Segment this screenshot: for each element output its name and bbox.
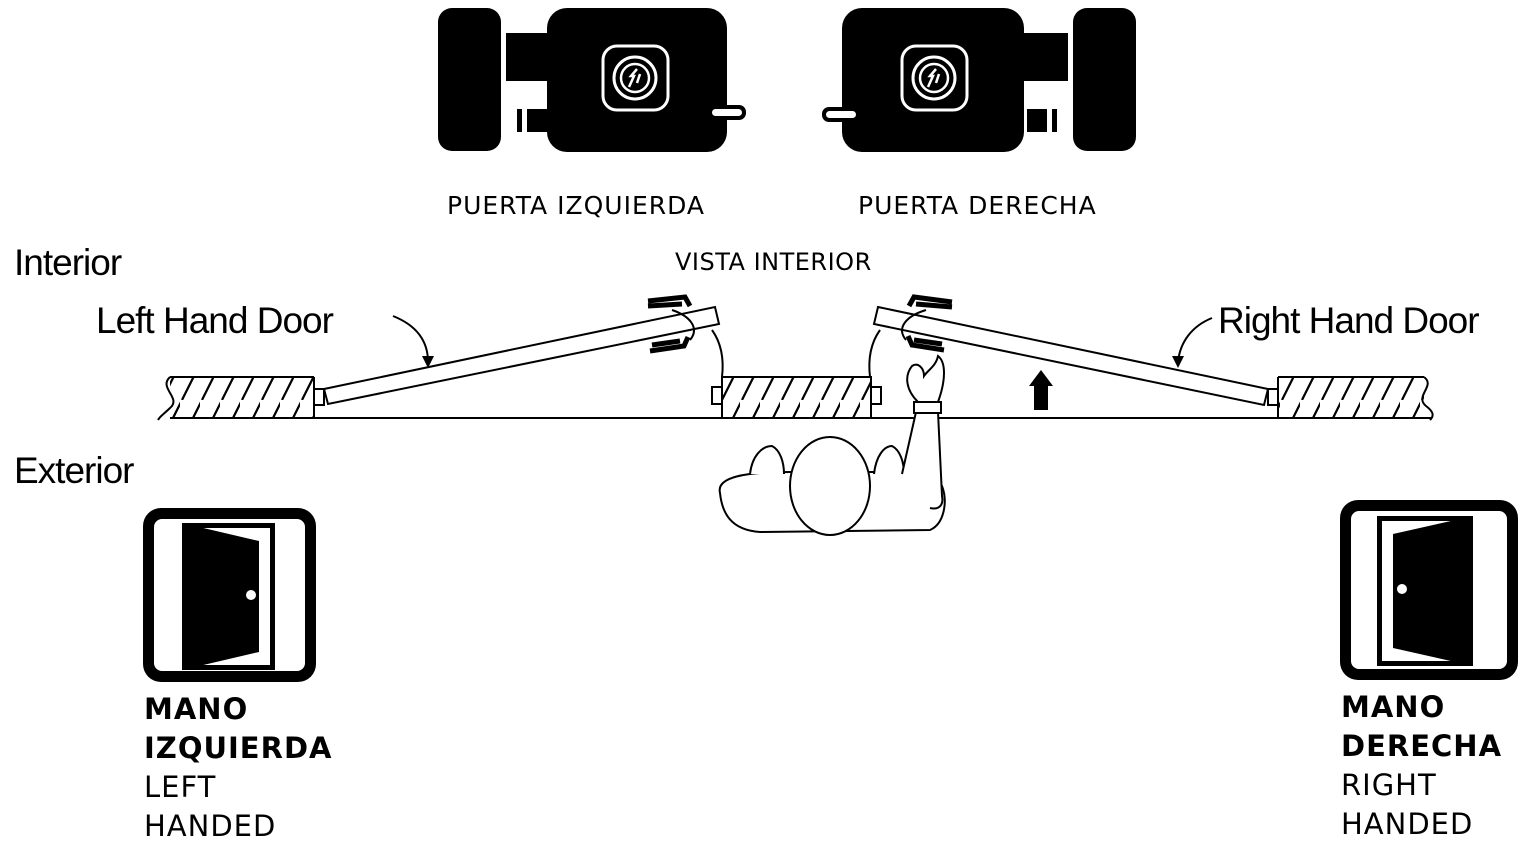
right-legend-line3: RIGHT [1341,768,1437,802]
left-wall-section [157,376,315,421]
left-legend-line1: MANO [144,692,249,726]
right-door-lock-icon [822,8,1136,152]
push-arrow-icon [1029,370,1053,410]
left-door-lock-icon [438,8,746,152]
right-handed-door-icon [1340,500,1518,680]
right-hand-door-label: Right Hand Door [1218,300,1480,341]
left-legend-line4: HANDED [144,809,277,843]
left-door-callout-arrow [392,315,434,368]
right-legend-line4: HANDED [1341,807,1474,841]
left-hand-door-leaf [313,294,724,406]
view-title: VISTA INTERIOR [675,248,872,276]
interior-label: Interior [14,242,122,283]
left-handed-door-icon [143,508,316,682]
left-legend-line2: IZQUIERDA [144,731,333,765]
right-legend-line1: MANO [1341,690,1446,724]
left-hand-door-label: Left Hand Door [96,300,334,341]
right-handed-legend: MANO DERECHA RIGHT HANDED [1341,688,1502,844]
right-lock-caption: PUERTA DERECHA [858,191,1097,220]
left-legend-line3: LEFT [144,770,217,804]
right-legend-line2: DERECHA [1341,729,1503,763]
right-hand-door-leaf [868,294,1279,410]
door-plan-view [157,294,1434,536]
middle-wall-section [711,376,882,419]
right-wall-section [1277,376,1434,421]
right-door-callout-arrow [1172,317,1213,368]
left-lock-caption: PUERTA IZQUIERDA [447,191,706,220]
person-top-view-icon [718,354,946,536]
exterior-label: Exterior [14,450,134,491]
left-handed-legend: MANO IZQUIERDA LEFT HANDED [144,690,332,846]
